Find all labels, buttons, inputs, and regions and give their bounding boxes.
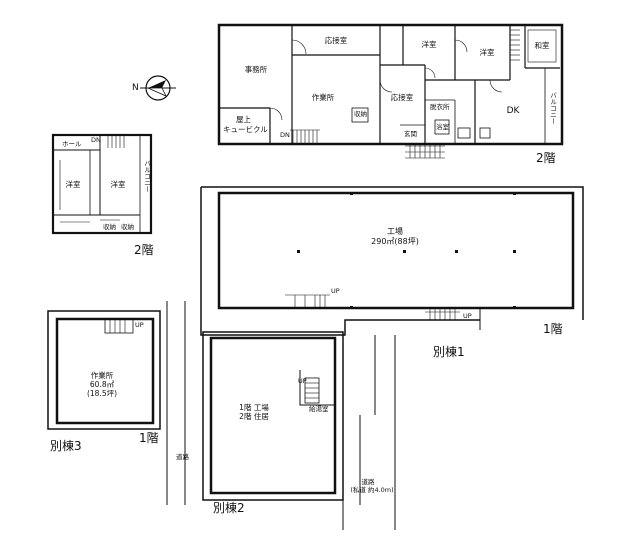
annex3-area: 60.8㎡ — [89, 380, 115, 389]
factory-area: 290㎡(88坪) — [371, 237, 419, 246]
room-western-2: 洋室 — [479, 48, 495, 57]
annex3-up-label: UP — [135, 321, 144, 329]
factory-title: 工場 — [387, 227, 403, 236]
room-balcony: バルコニー — [548, 92, 557, 125]
main-2f-building — [217, 23, 564, 159]
annex3-title: 作業所 — [90, 371, 114, 380]
annex2-building — [202, 331, 344, 501]
room-rooftop: 屋上 — [236, 115, 251, 124]
compass-north-label: N — [132, 83, 139, 93]
annex2-room: 給湯室 — [309, 405, 329, 413]
room-cubicle: キュービクル — [223, 125, 268, 134]
room-japanese: 和室 — [534, 41, 550, 50]
factory-up-label-1: UP — [331, 287, 340, 295]
small-2f-building — [51, 133, 153, 235]
room-work: 作業所 — [311, 93, 335, 102]
private-road-label-2: (私道 約4.0m) — [350, 486, 394, 494]
annex3-building — [47, 310, 161, 430]
annex3-tsubo: (18.5坪) — [86, 389, 118, 398]
room-western-1: 洋室 — [421, 40, 437, 49]
annex2-label: 別棟2 — [213, 501, 245, 515]
room-entrance: 玄関 — [404, 130, 417, 138]
room-reception-1: 応接室 — [324, 36, 348, 45]
main-2f-floor-label: 2階 — [536, 151, 556, 165]
room-western-small-1: 洋室 — [65, 180, 81, 189]
compass-symbol — [140, 75, 176, 101]
stairs-dn-label: DN — [280, 131, 290, 139]
room-closet-2: 収納 — [121, 223, 134, 231]
factory-1f-building — [200, 186, 584, 336]
annex2-line1: 1階 工場 — [239, 403, 269, 412]
factory-floor-label: 1階 — [543, 322, 563, 336]
annex3-floor-label: 1階 — [139, 431, 159, 445]
room-balcony-small: バルコニー — [142, 160, 151, 193]
room-reception-2: 応接室 — [390, 93, 414, 102]
room-western-small-2: 洋室 — [110, 180, 126, 189]
annex2-line2: 2階 住居 — [239, 412, 269, 421]
room-closet-1: 収納 — [103, 223, 116, 231]
private-road-label-1: 道路 — [361, 478, 375, 486]
room-storage: 収納 — [354, 110, 367, 118]
annex1-label: 別棟1 — [433, 345, 465, 359]
room-bath: 浴室 — [436, 123, 449, 131]
annex3-label: 別棟3 — [50, 439, 82, 453]
factory-up-label-2: UP — [463, 312, 472, 320]
small-2f-floor-label: 2階 — [134, 243, 154, 257]
room-hall: ホール — [62, 140, 82, 148]
annex2-up-label: UP — [298, 377, 307, 385]
room-dk: DK — [506, 106, 520, 116]
road-lines — [166, 301, 396, 530]
room-office: 事務所 — [244, 65, 268, 74]
room-washroom: 脱衣所 — [430, 103, 450, 111]
small-stairs-dn-label: DN — [91, 136, 101, 144]
road-label: 道路 — [176, 453, 189, 461]
